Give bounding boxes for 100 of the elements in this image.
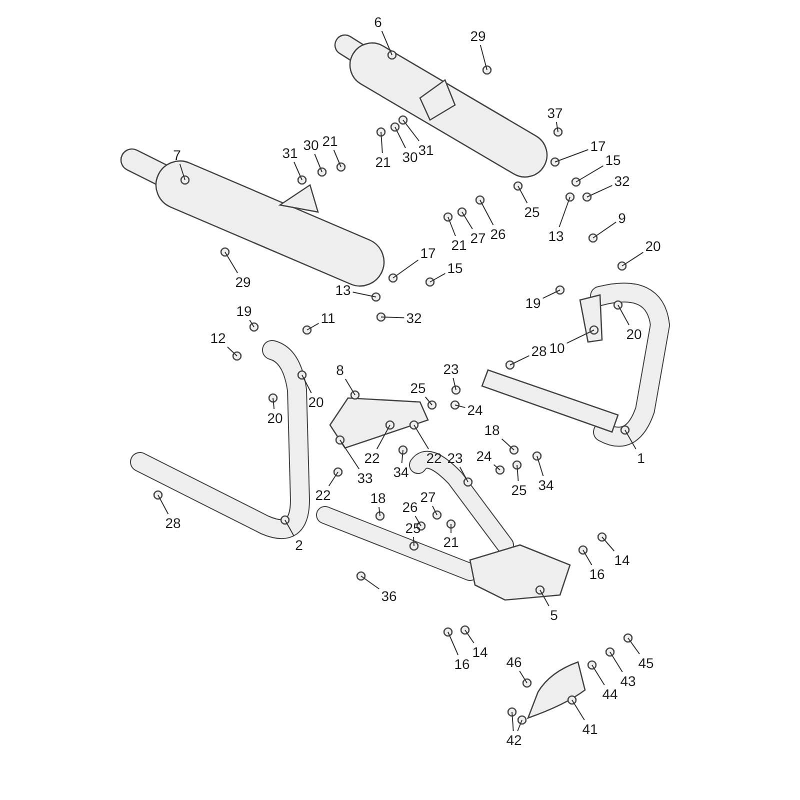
callout-number: 16 <box>453 656 471 672</box>
callout-number: 41 <box>581 721 599 737</box>
callout-number: 42 <box>505 732 523 748</box>
callout-number: 31 <box>417 142 435 158</box>
callout-number: 34 <box>392 464 410 480</box>
callout-number: 19 <box>235 303 253 319</box>
callout-number: 2 <box>294 537 304 553</box>
callout-number: 24 <box>466 402 484 418</box>
callout-number: 18 <box>483 422 501 438</box>
leader-line <box>501 438 514 450</box>
leader-line <box>340 440 360 470</box>
callout-number: 34 <box>537 477 555 493</box>
callout-number: 23 <box>442 361 460 377</box>
leader-line <box>572 700 585 720</box>
callout-number: 25 <box>523 204 541 220</box>
callout-number: 33 <box>356 470 374 486</box>
callout-number: 20 <box>644 238 662 254</box>
callout-number: 24 <box>475 448 493 464</box>
leader-line <box>394 126 406 148</box>
callout-number: 19 <box>524 295 542 311</box>
leader-line <box>452 378 456 390</box>
callout-number: 25 <box>409 380 427 396</box>
callout-number: 13 <box>334 282 352 298</box>
callout-number: 20 <box>307 394 325 410</box>
leader-line <box>542 290 560 299</box>
callout-number: 18 <box>369 490 387 506</box>
callout-number: 1 <box>636 450 646 466</box>
leader-line <box>302 374 312 394</box>
leader-line <box>380 316 405 318</box>
callout-number: 27 <box>419 489 437 505</box>
leader-line <box>328 472 338 486</box>
leader-line <box>360 576 380 590</box>
leader-line <box>352 292 376 298</box>
leader-line <box>378 506 380 516</box>
leader-line <box>516 464 519 482</box>
callout-number: 21 <box>442 534 460 550</box>
callout-number: 14 <box>613 552 631 568</box>
callout-number: 44 <box>601 686 619 702</box>
callout-number: 17 <box>419 245 437 261</box>
leader-line <box>414 424 430 450</box>
leader-line <box>179 164 186 180</box>
callout-number: 31 <box>281 145 299 161</box>
callout-number: 23 <box>446 450 464 466</box>
callout-number: 46 <box>505 654 523 670</box>
leader-line <box>517 720 522 732</box>
leader-line <box>566 330 594 344</box>
callout-number: 26 <box>401 499 419 515</box>
callout-number: 12 <box>209 330 227 346</box>
callout-number: 30 <box>401 149 419 165</box>
leader-line <box>576 165 604 182</box>
leader-line <box>432 506 438 516</box>
callout-number: 6 <box>373 14 383 30</box>
leader-line <box>602 536 615 552</box>
callout-number: 22 <box>425 450 443 466</box>
leader-line <box>424 396 432 406</box>
leader-line <box>624 430 636 450</box>
leader-line <box>402 120 420 142</box>
leader-line <box>454 404 466 408</box>
leader-line <box>450 524 452 534</box>
leader-line <box>306 322 320 330</box>
leader-line <box>314 154 322 172</box>
leader-line <box>448 632 459 656</box>
callout-number: 29 <box>469 28 487 44</box>
callout-number: 21 <box>450 237 468 253</box>
leader-line <box>401 450 404 464</box>
leader-line <box>392 260 419 278</box>
callout-number: 26 <box>489 226 507 242</box>
callout-number: 30 <box>302 137 320 153</box>
callout-number: 14 <box>471 644 489 660</box>
callout-number: 28 <box>164 515 182 531</box>
leader-line <box>519 670 528 684</box>
leader-line <box>344 378 356 396</box>
callout-number: 22 <box>314 487 332 503</box>
leader-line <box>592 664 605 686</box>
callout-number: 16 <box>588 566 606 582</box>
leader-line <box>224 252 238 274</box>
callout-number: 27 <box>469 230 487 246</box>
leader-line <box>586 184 613 198</box>
callout-number: 17 <box>589 138 607 154</box>
leader-line <box>610 652 623 672</box>
leader-line <box>556 122 558 132</box>
leader-line <box>536 456 544 476</box>
leader-line <box>380 132 383 154</box>
leader-line <box>592 222 617 238</box>
leader-line <box>448 216 456 236</box>
leader-line <box>518 186 528 204</box>
leader-line <box>414 516 422 526</box>
callout-number: 28 <box>530 343 548 359</box>
leader-line <box>333 150 342 168</box>
callout-number: 22 <box>363 450 381 466</box>
leader-line <box>462 212 473 230</box>
callout-number: 15 <box>604 152 622 168</box>
leader-line <box>158 494 169 514</box>
callout-number: 5 <box>549 607 559 623</box>
leader-line <box>376 424 390 450</box>
leader-line <box>249 320 254 328</box>
leader-line <box>554 149 589 162</box>
callout-number: 8 <box>335 362 345 378</box>
leader-line <box>493 464 500 470</box>
leader-line <box>381 30 392 56</box>
